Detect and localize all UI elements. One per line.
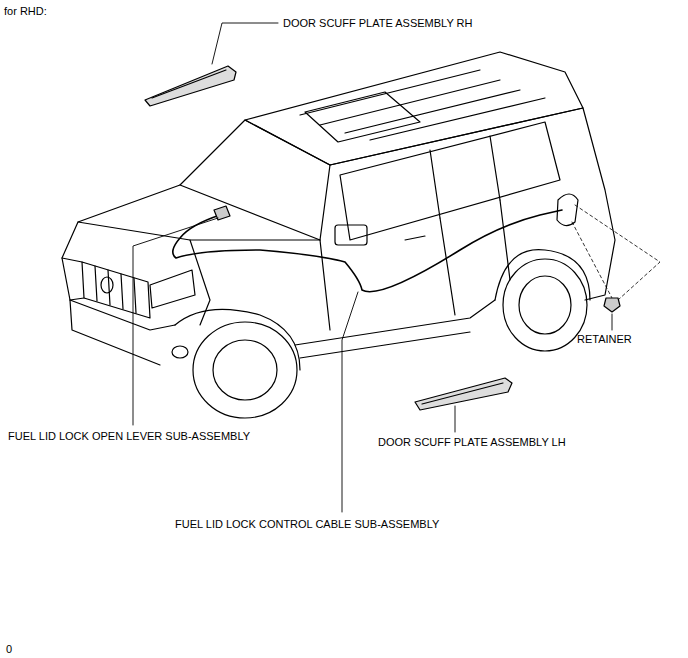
scuff-plate-lh (415, 378, 512, 410)
rear-rim (519, 276, 571, 334)
side-step (295, 300, 495, 358)
leader-line (342, 292, 358, 512)
part-label: RETAINER (577, 333, 632, 346)
roof-outline (245, 52, 583, 165)
front-wheel (193, 322, 297, 418)
bumper-line (62, 258, 84, 300)
dashed-guide (572, 205, 660, 300)
scuff-plate-line (422, 383, 503, 404)
bumper-lower (70, 300, 160, 365)
rear-wheel (503, 259, 587, 351)
door-line (320, 200, 510, 330)
roof-rail (300, 70, 545, 140)
scuff-plate-line (152, 70, 226, 98)
window-pillar (430, 136, 500, 218)
retainer-part (604, 298, 620, 312)
scuff-plate-rh (145, 66, 236, 106)
leader-line (455, 406, 456, 432)
part-label: FUEL LID LOCK OPEN LEVER SUB-ASSEMBLY (8, 430, 250, 443)
body-side (330, 108, 615, 300)
door-handle (405, 236, 425, 240)
part-label: 0 (6, 643, 12, 656)
mirror (335, 225, 367, 245)
open-lever (214, 206, 230, 220)
fog-light (172, 346, 188, 358)
part-label: DOOR SCUFF PLATE ASSEMBLY RH (283, 17, 473, 30)
part-label: DOOR SCUFF PLATE ASSEMBLY LH (378, 436, 566, 449)
title-text: for RHD: (4, 5, 47, 18)
leader-line (612, 314, 613, 330)
grille-bar (95, 266, 136, 313)
leader-line (212, 23, 278, 64)
part-label: FUEL LID LOCK CONTROL CABLE SUB-ASSEMBLY (175, 518, 439, 531)
headlight (150, 270, 195, 308)
side-window (340, 122, 560, 240)
grille (82, 262, 150, 318)
front-rim (213, 340, 277, 400)
leader-line (133, 218, 218, 425)
body-front (62, 185, 180, 330)
rear-wheel-arch (495, 250, 590, 300)
control-cable (173, 210, 562, 292)
sunroof (305, 92, 420, 142)
emblem (101, 277, 113, 293)
